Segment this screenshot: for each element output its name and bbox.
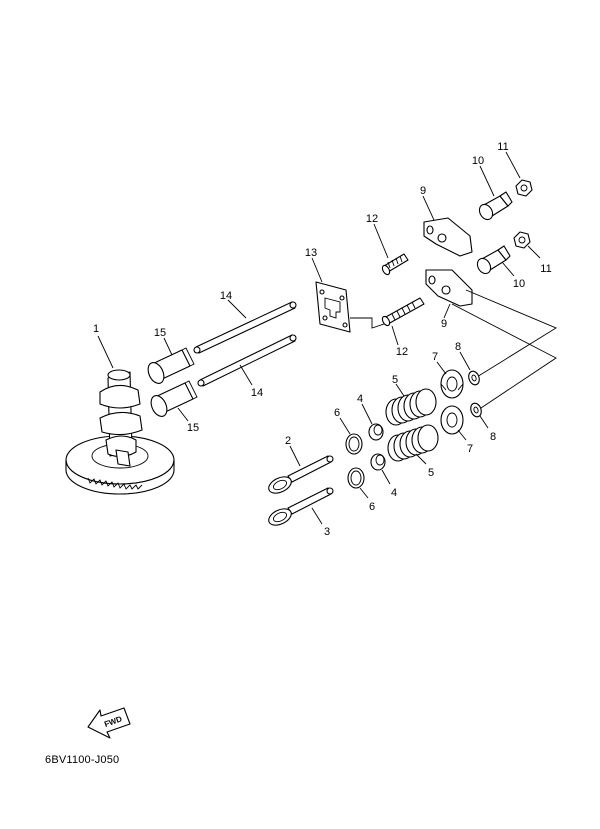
callout-6-upper-leader: [339, 417, 351, 435]
callout-12-upper-leader: [373, 223, 389, 259]
callout-8-upper: 8: [455, 341, 461, 353]
callout-13-leader: [311, 257, 323, 283]
callout-14-upper-leader: [227, 299, 247, 319]
callout-13: 13: [305, 247, 317, 259]
rocker-stud-upper: [381, 253, 409, 276]
push-rod-guide: [315, 281, 351, 333]
exhaust-valve: [268, 487, 334, 526]
pivot-upper: [478, 191, 513, 221]
reference-line-lower: [451, 303, 557, 411]
callout-3-leader: [311, 507, 323, 525]
callout-10-upper: 10: [472, 155, 484, 167]
nut-upper: [515, 179, 533, 197]
callout-5-lower-leader: [415, 453, 427, 465]
callout-8-upper-leader: [459, 351, 471, 371]
callout-9-upper: 9: [420, 185, 426, 197]
retainer-lower: [470, 402, 482, 418]
callout-6-lower-leader: [359, 487, 369, 499]
valve-lifter-upper: [147, 347, 195, 384]
callout-4-lower-leader: [381, 469, 391, 485]
intake-valve: [268, 455, 334, 494]
callout-4-upper: 4: [357, 393, 363, 405]
pivot-lower: [476, 245, 511, 275]
callout-9-lower: 9: [441, 318, 447, 330]
callout-15-upper: 15: [154, 327, 166, 339]
stem-seal-upper: [368, 423, 384, 441]
callout-8-lower: 8: [490, 431, 496, 443]
callout-1: 1: [93, 323, 99, 335]
callout-12-lower: 12: [396, 346, 408, 358]
callout-11-lower-leader: [527, 245, 541, 259]
callout-10-lower: 10: [513, 278, 525, 290]
callout-2-leader: [289, 445, 301, 467]
valve-spring-lower: [387, 424, 439, 462]
callout-1-leader: [97, 335, 114, 369]
callout-12-upper: 12: [366, 213, 378, 225]
callout-5-upper: 5: [392, 374, 398, 386]
callout-7-lower: 7: [467, 443, 473, 455]
spring-seat-lower: [440, 405, 464, 435]
retainer-upper: [468, 370, 480, 386]
camshaft-assembly: [65, 369, 175, 495]
callout-5-upper-leader: [395, 383, 405, 397]
callout-9-lower-leader: [443, 303, 451, 319]
callout-11-upper: 11: [497, 141, 508, 153]
callout-15-lower-leader: [177, 407, 189, 422]
rocker-stud-lower: [381, 297, 425, 327]
push-rod-lower: [197, 334, 297, 387]
callout-10-upper-leader: [479, 165, 495, 197]
callout-9-upper-leader: [422, 195, 435, 221]
callout-7-upper: 7: [432, 351, 438, 363]
callout-14-lower: 14: [251, 387, 263, 399]
callout-14-lower-leader: [239, 364, 253, 386]
callout-2: 2: [285, 435, 291, 447]
rocker-arm-upper: [423, 217, 473, 257]
callout-15-lower: 15: [187, 422, 199, 434]
callout-10-lower-leader: [501, 261, 515, 277]
callout-6-upper: 6: [334, 407, 340, 419]
stem-seal-lower: [370, 453, 386, 471]
washer-upper: [345, 433, 363, 455]
callout-7-upper-leader: [436, 361, 447, 375]
washer-lower: [347, 467, 365, 489]
callout-7-lower-leader: [457, 429, 467, 441]
callout-15-upper-leader: [163, 337, 173, 356]
callout-6-lower: 6: [369, 501, 375, 513]
spring-seat-upper: [440, 369, 464, 399]
valve-spring-upper: [385, 388, 437, 426]
callout-5-lower: 5: [428, 467, 434, 479]
callout-11-lower: 11: [540, 263, 551, 275]
reference-line-upper: [465, 289, 557, 381]
reference-line-guide: [350, 317, 391, 329]
callout-12-lower-leader: [391, 325, 399, 346]
callout-4-lower: 4: [391, 487, 397, 499]
diagram-code: 6BV1100-J050: [45, 754, 120, 766]
forward-arrow-icon: FWD: [87, 707, 131, 739]
nut-lower: [513, 231, 531, 249]
callout-3: 3: [324, 526, 330, 538]
callout-14-upper: 14: [220, 290, 232, 302]
callout-11-upper-leader: [505, 151, 521, 179]
callout-4-upper-leader: [361, 403, 373, 425]
callout-8-lower-leader: [479, 415, 489, 429]
valve-lifter-lower: [150, 380, 198, 417]
rocker-arm-lower: [425, 269, 473, 307]
push-rod-upper: [193, 301, 297, 354]
